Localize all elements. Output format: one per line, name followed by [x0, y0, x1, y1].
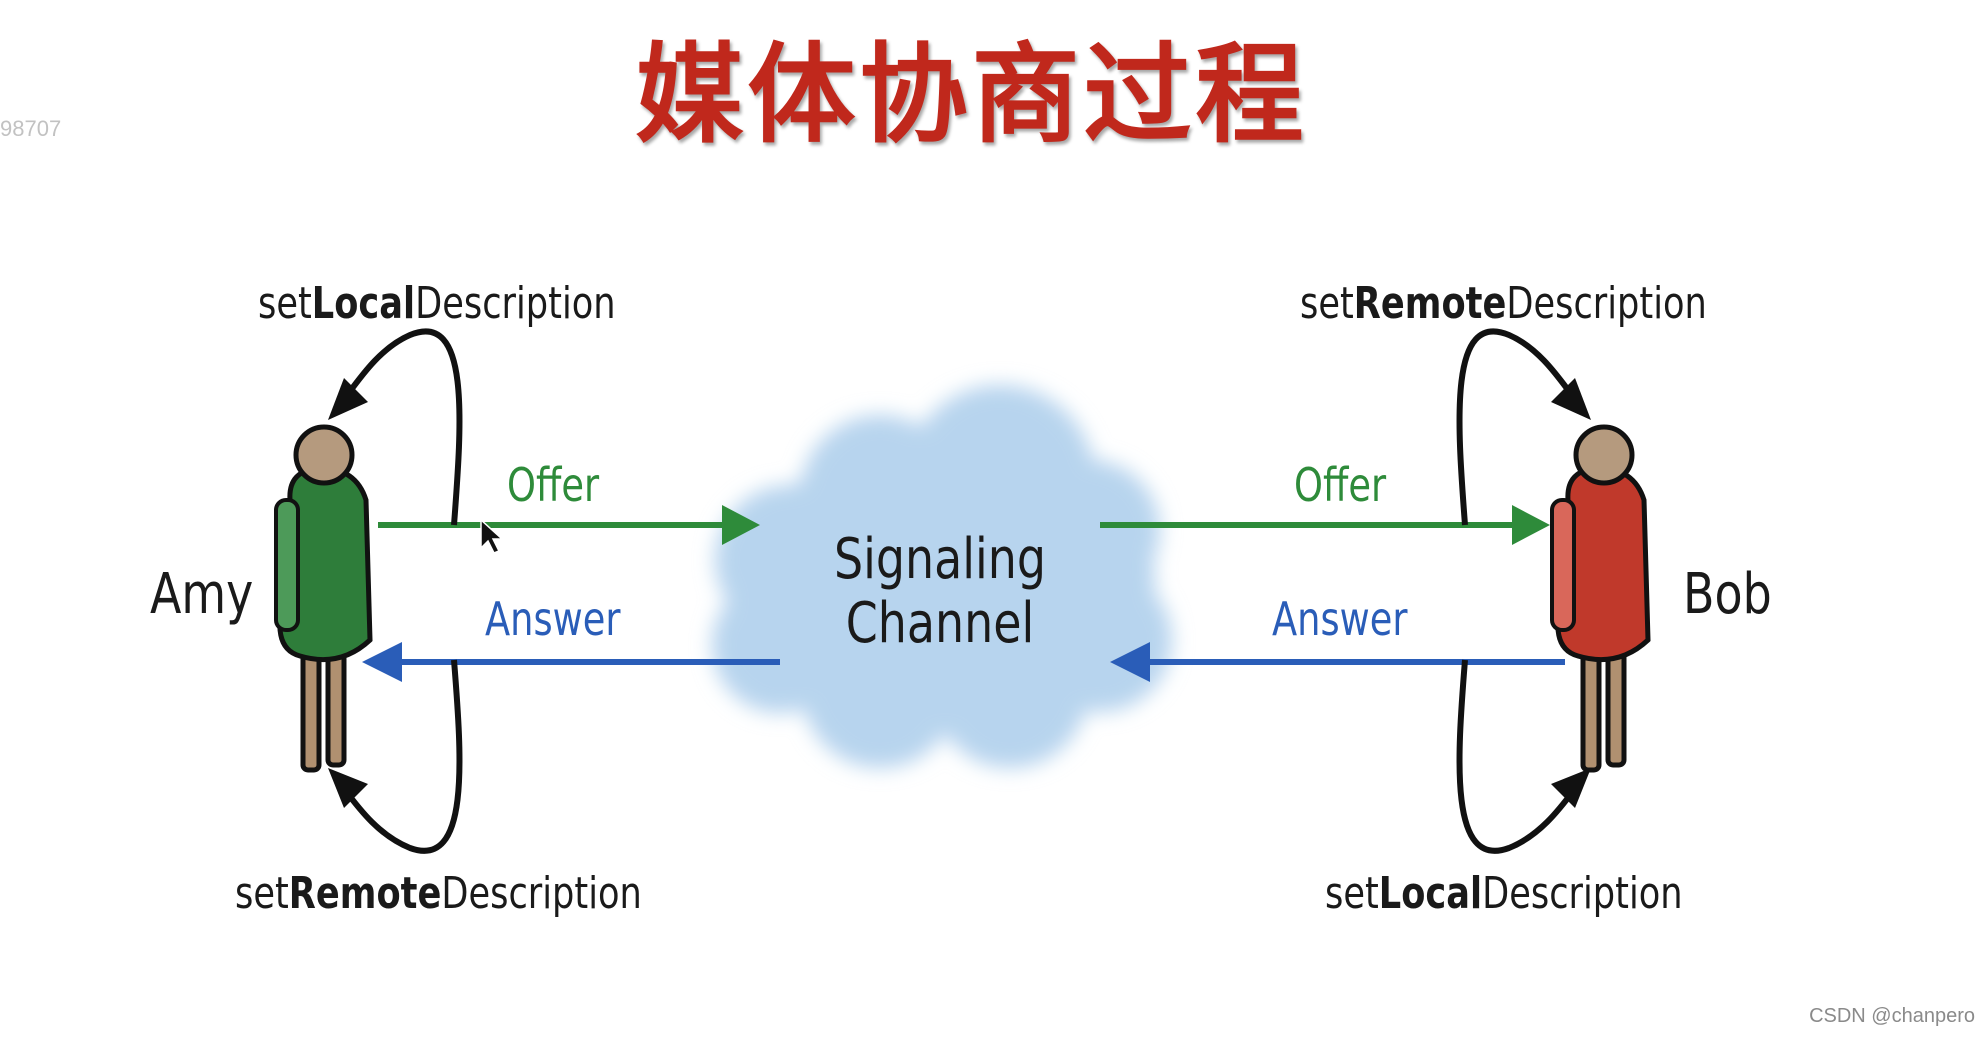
offer-arrow-left [378, 505, 760, 545]
amy-loop-bottom-arrowhead [328, 768, 368, 808]
amy-set-local-description-label: setLocalDescription [258, 278, 616, 329]
offer-label-left: Offer [507, 458, 600, 512]
amy-loop-bottom [342, 659, 463, 854]
bob-loop-top-arrowhead [1551, 378, 1591, 420]
amy-figure [274, 424, 373, 773]
answer-label-right: Answer [1272, 592, 1408, 646]
answer-label-left: Answer [485, 592, 621, 646]
amy-loop-top-arrowhead [328, 378, 368, 420]
peer-bob-label: Bob [1683, 562, 1772, 627]
label-bold: Remote [288, 868, 442, 919]
bob-set-local-description-label: setLocalDescription [1325, 868, 1683, 919]
mouse-cursor-icon [480, 518, 504, 554]
answer-arrow-right [1110, 642, 1565, 682]
label-suffix: Description [441, 868, 642, 919]
amy-loop-top [342, 328, 463, 526]
cloud-shape [712, 385, 1172, 768]
bob-loop-bottom-arrowhead [1551, 768, 1591, 808]
offer-arrow-right [1100, 505, 1550, 545]
bob-loop-top [1456, 328, 1577, 526]
label-suffix: Description [415, 278, 616, 329]
label-prefix: set [1325, 868, 1379, 919]
cloud-label-line2: Channel [845, 591, 1035, 656]
corner-stamp: 98707 [0, 116, 62, 141]
bob-figure [1550, 424, 1651, 773]
peer-amy-label: Amy [150, 562, 254, 627]
cloud-label: Signaling Channel [784, 528, 1096, 656]
page-title: 媒体协商过程 [635, 33, 1308, 158]
label-suffix: Description [1482, 868, 1683, 919]
label-prefix: set [235, 868, 289, 919]
label-prefix: set [258, 278, 312, 329]
label-prefix: set [1300, 278, 1354, 329]
label-bold: Local [311, 278, 416, 329]
amy-set-remote-description-label: setRemoteDescription [235, 868, 642, 919]
cloud-label-line1: Signaling [833, 527, 1047, 592]
label-bold: Local [1378, 868, 1483, 919]
csdn-watermark: CSDN @chanpero [1809, 1005, 1975, 1027]
label-suffix: Description [1506, 278, 1707, 329]
answer-arrow-left [362, 642, 780, 682]
bob-loop-bottom [1456, 659, 1577, 854]
label-bold: Remote [1353, 278, 1507, 329]
offer-label-right: Offer [1294, 458, 1387, 512]
bob-set-remote-description-label: setRemoteDescription [1300, 278, 1707, 329]
